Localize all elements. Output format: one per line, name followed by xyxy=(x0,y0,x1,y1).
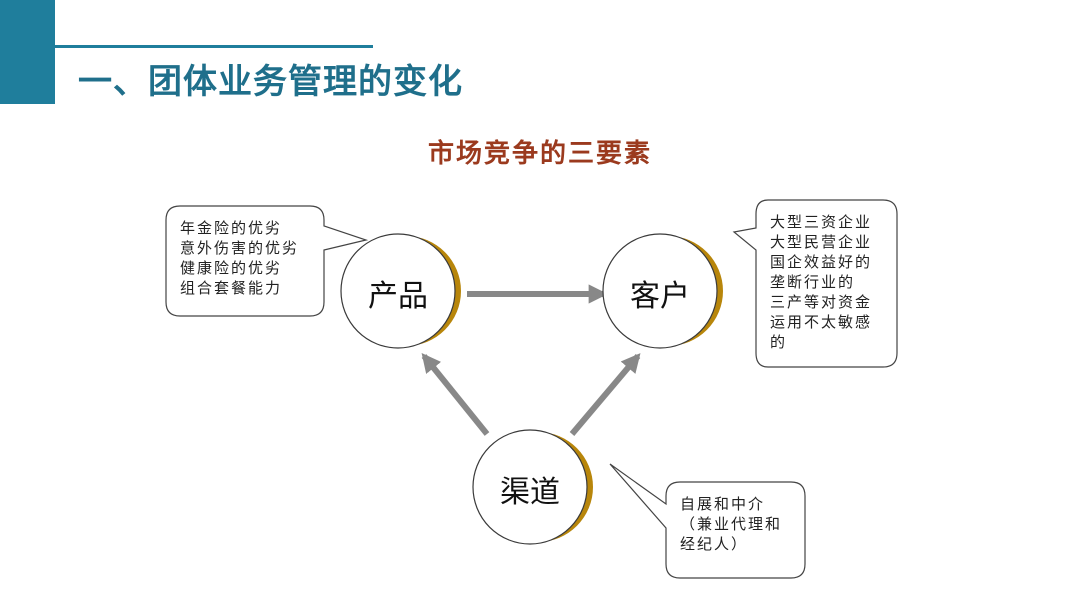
customer-note-line: 国企效益好的 xyxy=(770,253,873,271)
page-title: 一、团体业务管理的变化 xyxy=(78,62,463,102)
customer-node-label: 客户 xyxy=(630,279,690,314)
channel-callout xyxy=(609,463,806,579)
channel-node xyxy=(472,429,588,545)
customer-note-line: 运用不太敏感 xyxy=(770,313,873,331)
channel-note-line: 自展和中介 xyxy=(680,495,766,513)
customer-note-line: 三产等对资金 xyxy=(770,293,873,311)
product-node-label: 产品 xyxy=(368,279,428,314)
product-note-line: 组合套餐能力 xyxy=(180,279,283,297)
product-note: 年金险的优劣 意外伤害的优劣 健康险的优劣 组合套餐能力 xyxy=(180,218,299,298)
customer-note-line: 大型民营企业 xyxy=(770,233,873,251)
diagram-title: 市场竞争的三要素 xyxy=(427,139,652,169)
product-note-line: 意外伤害的优劣 xyxy=(180,239,300,257)
channel-node-label: 渠道 xyxy=(500,475,560,510)
customer-note: 大型三资企业 大型民营企业 国企效益好的 垄断行业的 三产等对资金 运用不太敏感… xyxy=(770,212,872,352)
channel-note-line: 经纪人） xyxy=(680,535,749,553)
customer-node xyxy=(602,233,718,349)
arrow-channel-to-customer xyxy=(569,353,641,436)
header-accent-block xyxy=(0,0,55,104)
arrow-channel-to-product xyxy=(421,353,490,436)
customer-note-line: 的 xyxy=(770,333,788,351)
channel-note-line: （兼业代理和 xyxy=(680,515,783,533)
channel-note: 自展和中介 （兼业代理和 经纪人） xyxy=(680,494,782,554)
product-node xyxy=(340,233,456,349)
product-note-line: 年金险的优劣 xyxy=(180,219,283,237)
customer-callout xyxy=(732,199,898,368)
header-underline xyxy=(55,45,373,48)
customer-note-line: 垄断行业的 xyxy=(770,273,856,291)
customer-note-line: 大型三资企业 xyxy=(770,213,873,231)
product-note-line: 健康险的优劣 xyxy=(180,259,283,277)
product-callout xyxy=(165,205,369,317)
